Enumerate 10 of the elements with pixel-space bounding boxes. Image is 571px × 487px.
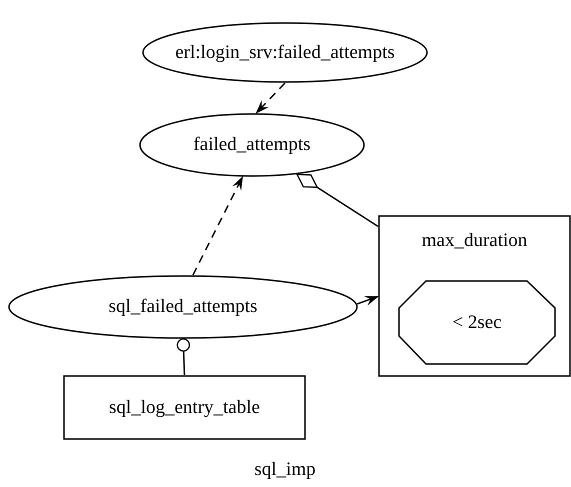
node-label: sql_log_entry_table bbox=[109, 396, 260, 418]
dashed-arrow bbox=[192, 176, 244, 276]
dashed-arrow bbox=[256, 82, 286, 114]
node-label: sql_failed_attempts bbox=[108, 296, 258, 318]
arrow bbox=[356, 296, 379, 306]
node-label: < 2sec bbox=[452, 312, 502, 334]
caption: sql_imp bbox=[254, 459, 316, 481]
node-label: failed_attempts bbox=[193, 134, 311, 156]
node-label: erl:login_srv:failed_attempts bbox=[175, 42, 395, 64]
node-label: max_duration bbox=[422, 230, 528, 252]
